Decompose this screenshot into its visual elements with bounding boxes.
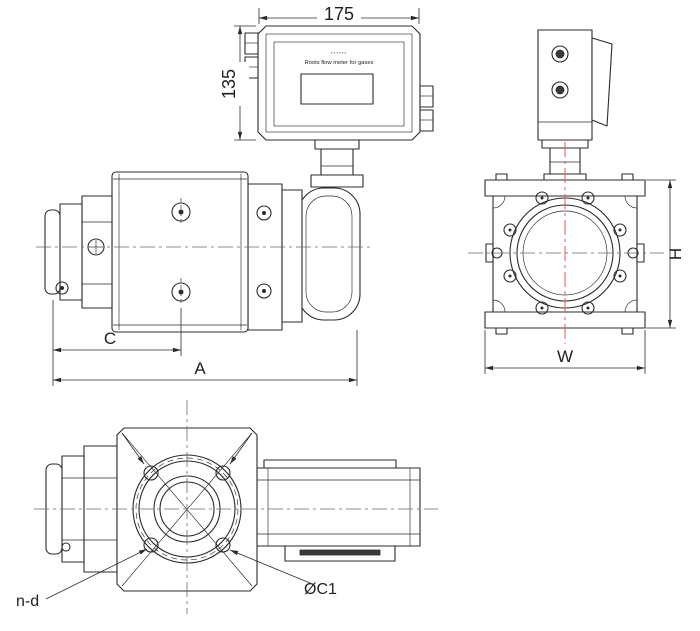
n-d-label: n-d — [16, 593, 39, 610]
dim-135-label: 135 — [219, 69, 239, 99]
plan-register-strip — [299, 549, 381, 556]
housing — [111, 171, 249, 333]
right-block-1 — [247, 183, 283, 331]
dim-h-label: H — [666, 248, 685, 260]
dim-c: C — [52, 300, 182, 386]
end-cap-inner — [305, 195, 353, 313]
n-d-leader-line — [45, 548, 148, 600]
leader-n-d: n-d — [16, 548, 148, 610]
c1-label: ØC1 — [304, 581, 337, 598]
register-label: Roots flow meter for gases — [305, 60, 374, 66]
register-side-flap — [591, 37, 613, 127]
housing-bolt-top — [171, 198, 191, 226]
left-block-details — [82, 221, 112, 285]
left-drain-plug — [55, 281, 69, 295]
left-block-2 — [59, 203, 83, 301]
right-block-bolts — [256, 205, 272, 299]
register-box — [257, 25, 421, 141]
front-view — [44, 171, 361, 333]
dim-a: A — [53, 330, 358, 386]
corner-gussets — [492, 195, 638, 313]
register-stem — [310, 139, 364, 188]
register-frame — [265, 33, 413, 133]
c1-leader-line — [229, 549, 311, 584]
dim-c-label: C — [104, 329, 116, 348]
register-panel — [273, 41, 405, 127]
housing-bolt-bottom — [171, 278, 191, 306]
plan-bolt-holes — [143, 465, 231, 553]
register-brand: ****** — [331, 51, 348, 56]
dim-175: 175 — [258, 4, 420, 24]
leader-c1: ØC1 — [229, 549, 337, 598]
plan-register-edge — [256, 459, 421, 562]
left-end-cap — [44, 209, 61, 295]
register-front: ****** Roots flow meter for gases — [244, 25, 434, 188]
dim-a-label: A — [194, 359, 206, 378]
dim-h: H — [646, 179, 685, 329]
register-side — [537, 29, 613, 183]
display-window — [300, 73, 374, 105]
dim-w-label: W — [557, 347, 573, 366]
plan-view — [34, 400, 438, 614]
housing-ribs — [113, 174, 247, 330]
dim-135: 135 — [219, 25, 256, 141]
right-block-2 — [281, 189, 303, 323]
left-block-1 — [81, 195, 113, 309]
dim-w: W — [484, 330, 646, 374]
flange-bolts — [503, 191, 627, 315]
dim-175-label: 175 — [324, 4, 354, 24]
end-cap-outer — [297, 187, 361, 321]
side-view — [468, 29, 664, 344]
